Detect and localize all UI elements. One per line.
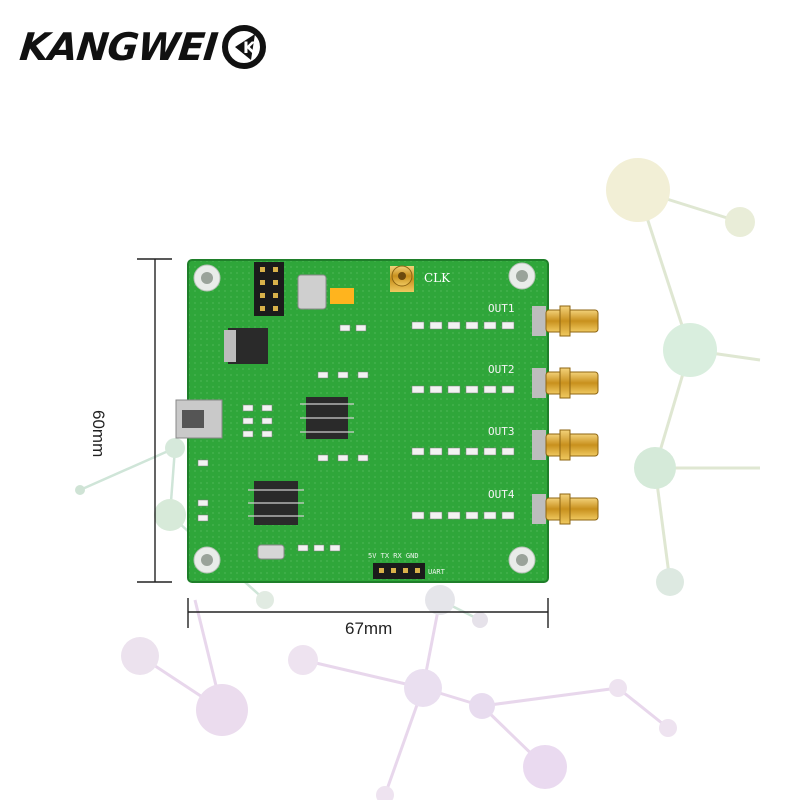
uart-pins-label: 5V TX RX GND — [368, 552, 419, 560]
brand-mark-icon: K — [221, 25, 266, 69]
out1-label: OUT1 — [488, 302, 515, 315]
out4-label: OUT4 — [488, 488, 515, 501]
brand-logo: KANGWEI K — [18, 22, 267, 72]
width-dimension-label: 67mm — [345, 619, 393, 638]
clk-label: CLK — [424, 271, 451, 285]
sma-connectors — [532, 305, 599, 525]
uart-label: UART — [428, 568, 445, 576]
mounting-holes — [193, 262, 536, 574]
out3-label: OUT3 — [488, 425, 515, 438]
svg-text:K: K — [243, 38, 256, 57]
out2-label: OUT2 — [488, 363, 515, 376]
